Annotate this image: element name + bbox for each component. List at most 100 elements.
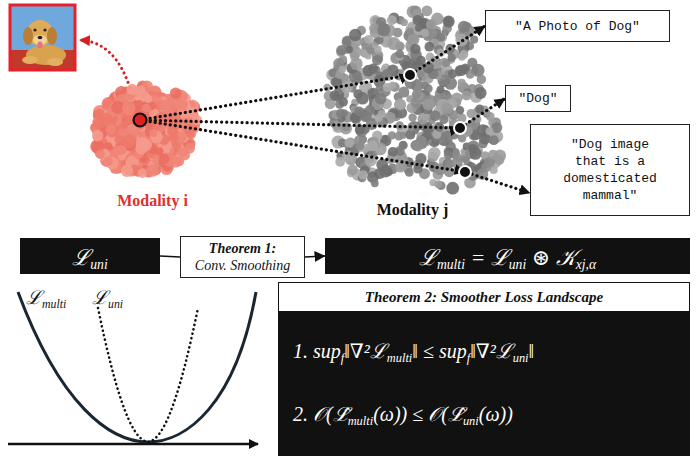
cloud-point [398,162,407,171]
cloud-point [417,70,425,78]
cloud-point [144,95,152,103]
cloud-point [103,157,113,167]
cloud-core [100,90,190,169]
cloud-point [364,35,373,44]
cloud-point [360,49,367,56]
math-statement: 1. supf‖∇²ℒmulti‖ ≤ supf‖∇²ℒuni‖ [293,337,675,364]
subscript: multi [42,298,66,311]
cloud-point [474,116,481,123]
modality-label: Modality j [305,201,520,219]
cloud-point [477,168,489,180]
theorem-name: Conv. Smoothing [195,257,290,274]
cloud-point [444,17,453,26]
cloud-point [395,162,406,173]
cloud-point [395,121,404,130]
cloud-point [413,164,422,173]
text-prompt-box: "Dog" [505,85,571,112]
cloud-point [330,90,340,100]
cloud-point [349,29,361,41]
curve-label: ℒuni [92,284,123,310]
cloud-point [155,147,163,155]
cloud-point [464,126,473,135]
dotted-arrow [140,26,485,120]
cloud-point [336,45,347,56]
cloud-point [470,36,478,44]
math-formula: ℒmulti = ℒuni ⊛ 𝒦xj,α [419,241,596,271]
theorem-body: 1. supf‖∇²ℒmulti‖ ≤ supf‖∇²ℒuni‖ 2. 𝒪(ℒ̂m… [279,312,689,455]
dotted-arrow [140,99,505,129]
dog-eye [33,28,36,31]
photo-sky [10,5,75,70]
cloud-point [430,110,441,121]
cloud-point [387,37,400,50]
cloud-point [415,153,426,164]
cloud-point [375,114,383,122]
cloud-point [462,91,472,101]
cloud-point [406,28,414,36]
cloud-point [389,82,396,89]
subscript: uni [463,413,479,427]
cloud-point [388,147,398,157]
photo-frame [10,5,75,70]
cloud-point [121,165,133,177]
cloud-point [446,182,459,195]
cloud-point [477,75,486,84]
cloud-point [401,19,408,26]
cloud-point [149,129,157,137]
cloud-point [106,124,116,134]
subscript: xj,α [576,257,596,272]
cloud-point [408,113,416,121]
cloud-point [343,37,351,45]
cloud-point [435,122,444,131]
cloud-point [426,19,437,30]
cloud-point [123,134,137,148]
cloud-point [385,168,393,176]
cloud-point [185,143,195,153]
cloud-point [428,147,440,159]
subscript: uni [90,257,107,272]
cloud-point [415,25,422,32]
cloud-point [410,44,420,54]
cloud-point [441,103,453,115]
cloud-point [416,56,426,66]
subscript: uni [513,351,529,365]
cloud-point [475,105,484,114]
loss-box: ℒuni [20,238,160,274]
cloud-point [347,165,358,176]
cloud-point [455,65,466,76]
cloud-point [443,16,455,28]
cloud-point [444,151,453,160]
cloud-point [455,34,468,47]
theorem-box: Theorem 1:Conv. Smoothing [180,236,305,278]
cloud-point [425,42,435,52]
cloud-point [412,15,422,25]
prompt-text: "Dog" [518,90,557,107]
cloud-point [402,62,411,71]
cloud-point [398,87,409,98]
cloud-point [374,168,385,179]
cloud-point [376,37,384,45]
cloud-point [387,15,397,25]
cloud-point [374,45,382,53]
cloud-point [355,125,365,135]
math-statement: 2. 𝒪(ℒ̂multi(ω)) ≤ 𝒪(ℒ̂uni(ω)) [293,403,675,426]
cloud-point [437,86,445,94]
cloud-point [354,107,364,117]
cloud-point [341,109,348,116]
cloud-point [359,170,368,179]
cloud-point [138,168,148,178]
axis-arrow [8,443,258,446]
cloud-point [451,119,462,130]
connector-arrow [160,256,180,257]
cloud-point [395,50,404,59]
dog-nose [38,36,43,40]
prompt-text: "Dog image that is a domesticated mammal… [559,136,661,204]
dog-paw [22,56,38,64]
subscript: uni [509,257,526,272]
math-formula: ℒuni [72,241,107,271]
dog-eye [43,28,46,31]
cloud-point [153,122,161,130]
cloud-point [335,157,345,167]
cloud-point [138,138,152,152]
